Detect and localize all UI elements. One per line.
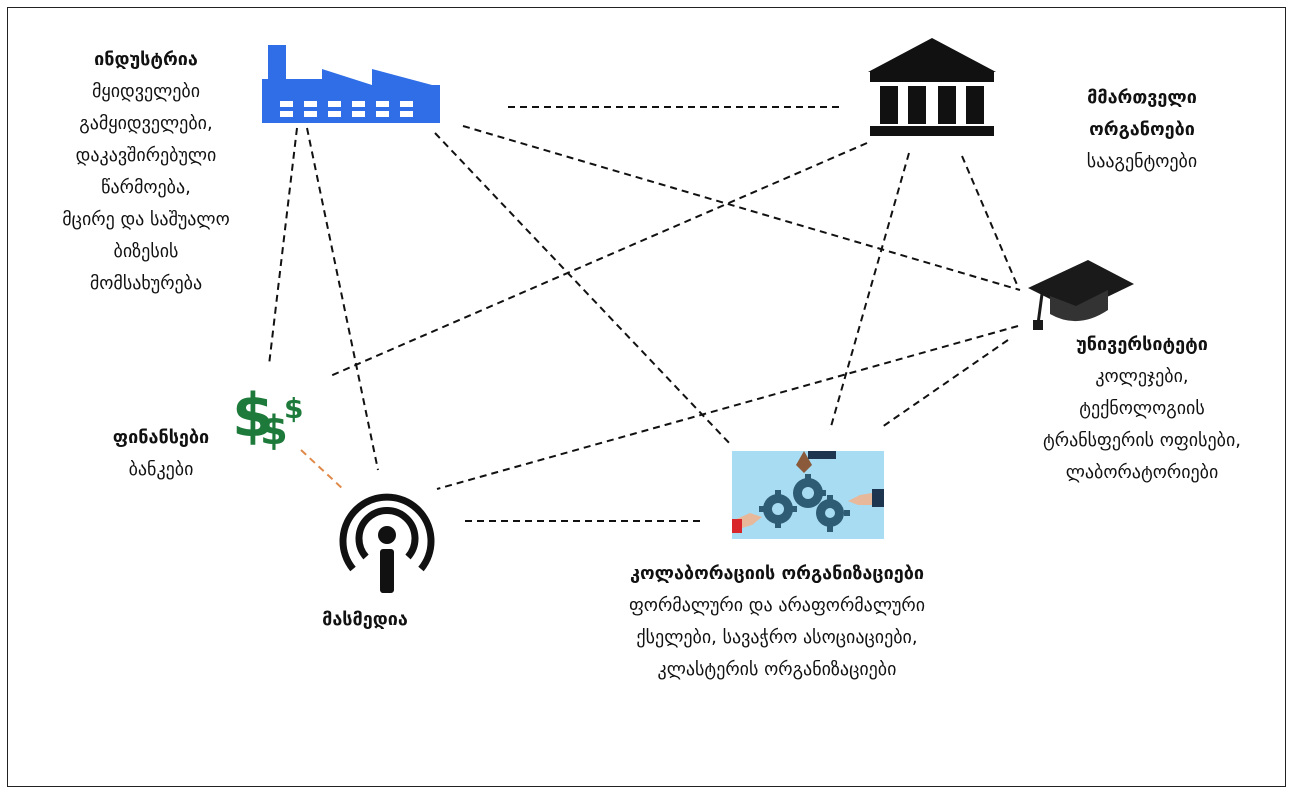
government-line: სააგენტოები <box>1086 151 1198 172</box>
link-industry-collaboration <box>434 132 733 447</box>
collaboration-line: კლასტერის ორგანიზაციები <box>657 659 897 680</box>
link-industry-media <box>306 127 379 471</box>
government-label: მმართველი ორგანოები სააგენტოები <box>1040 82 1244 178</box>
graduation-cap-icon <box>1028 260 1134 330</box>
government-building-icon <box>868 38 996 136</box>
industry-line: ბიზესის <box>113 241 179 262</box>
svg-text:$: $ <box>260 408 288 452</box>
link-finance-media <box>300 449 345 491</box>
industry-line: გამყიდველები, <box>79 113 213 134</box>
media-broadcast-icon <box>339 493 435 593</box>
finance-label: ფინანსები ბანკები <box>96 422 226 486</box>
link-industry-finance <box>268 127 298 366</box>
media-label: მასმედია <box>290 604 440 636</box>
collaboration-label: კოლაბორაციის ორგანიზაციები ფორმალური და … <box>586 558 968 686</box>
link-university-media <box>436 325 1019 490</box>
money-icon: $ $ $ <box>232 381 303 452</box>
collaboration-line: ქსელები, სავაჭრო ასოციაციები, <box>636 627 918 648</box>
link-government-finance <box>327 142 868 378</box>
university-line: ტექნოლოგიის <box>1079 398 1205 419</box>
link-university-collaboration <box>881 339 1009 428</box>
university-title: უნივერსიტეტი <box>1076 334 1208 355</box>
factory-icon <box>262 45 440 123</box>
svg-text:$: $ <box>284 392 303 425</box>
collaboration-title: კოლაბორაციის ორგანიზაციები <box>629 563 925 584</box>
finance-line: ბანკები <box>128 459 194 480</box>
university-line: ლაბორატორიები <box>1065 462 1219 483</box>
link-government-university <box>961 155 1019 288</box>
industry-line: დაკავშირებული <box>75 145 217 166</box>
finance-title: ფინანსები <box>112 427 210 448</box>
university-line: კოლეჯები, <box>1095 366 1189 387</box>
industry-line: მომსახურება <box>89 273 203 294</box>
svg-text:$: $ <box>232 381 274 451</box>
university-label: უნივერსიტეტი კოლეჯები, ტექნოლოგიის ტრანს… <box>1008 329 1276 489</box>
government-title-line: ორგანოები <box>1089 119 1195 140</box>
link-government-collaboration <box>829 152 910 431</box>
industry-title: ინდუსტრია <box>94 49 198 70</box>
industry-line: მყიდველები <box>91 81 201 102</box>
university-line: ტრანსფერის ოფისები, <box>1042 430 1242 451</box>
media-title: მასმედია <box>322 609 408 630</box>
gears-hands-icon <box>732 451 884 539</box>
government-title-line: მმართველი <box>1087 87 1197 108</box>
industry-line: მცირე და საშუალო <box>62 209 230 230</box>
collaboration-line: ფორმალური და არაფორმალური <box>628 595 926 616</box>
industry-label: ინდუსტრია მყიდველები გამყიდველები, დაკავ… <box>18 44 274 300</box>
link-industry-university <box>462 125 1021 291</box>
industry-line: წარმოება, <box>101 177 191 198</box>
